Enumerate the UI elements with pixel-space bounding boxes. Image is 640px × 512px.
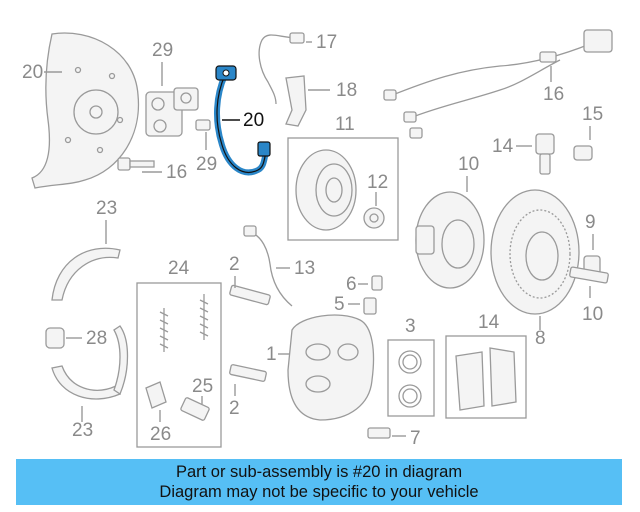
brake-rotor-part — [490, 189, 580, 315]
callout-3: 3 — [405, 316, 416, 337]
callout-10: 10 — [458, 154, 479, 175]
brake-pad-set-box — [445, 335, 527, 419]
hub-bearing-part — [295, 149, 357, 231]
hardware-kit-box — [136, 282, 222, 448]
callout-17: 16 — [543, 84, 564, 105]
brake-pads-part — [455, 347, 517, 411]
parking-brake-lever-part — [145, 87, 199, 137]
bolt-22-part — [117, 157, 155, 171]
callout-27: 28 — [86, 328, 107, 349]
callout-16: 15 — [582, 104, 603, 125]
callout-28: 29 — [152, 40, 173, 61]
callout-11: 11 — [335, 114, 355, 135]
callout-25: 25 — [192, 376, 213, 397]
callout-18: 17 — [316, 32, 337, 53]
callout-8: 9 — [585, 212, 596, 233]
callout-2-lower: 2 — [229, 398, 240, 419]
callout-14: 13 — [294, 258, 315, 279]
info-banner: Part or sub-assembly is #20 in diagram D… — [16, 459, 622, 505]
brake-caliper-part — [287, 314, 375, 421]
callout-7: 8 — [535, 328, 546, 349]
callout-29: 29 — [196, 154, 217, 175]
callout-19: 18 — [336, 80, 357, 101]
callout-13: 14 — [478, 312, 500, 333]
callout-1: 1 — [266, 344, 277, 365]
callout-21: 20 — [22, 62, 43, 83]
callout-23-lower: 23 — [72, 420, 93, 441]
callout-9: 10 — [582, 304, 603, 325]
callout-22: 16 — [166, 162, 187, 183]
wear-sensor-harness-part — [383, 29, 613, 139]
callout-12: 12 — [367, 172, 388, 193]
callout-20: 20 — [243, 110, 264, 131]
seal-kit-box — [387, 339, 435, 417]
callout-2-upper: 2 — [229, 254, 240, 275]
callout-15: 14 — [492, 136, 514, 157]
callout-23-upper: 23 — [96, 198, 117, 219]
callout-6: 7 — [410, 428, 421, 449]
callout-24: 24 — [168, 258, 190, 279]
hub-assembly-box — [287, 137, 399, 241]
parking-brake-shoe-lower — [51, 365, 121, 400]
callout-4: 5 — [334, 294, 345, 315]
banner-line-2: Diagram may not be specific to your vehi… — [159, 483, 479, 501]
banner-line-1: Part or sub-assembly is #20 in diagram — [175, 463, 463, 481]
callout-5: 6 — [346, 274, 357, 295]
speed-sensor-part — [535, 133, 555, 175]
brake-hose-highlighted-part — [213, 65, 271, 176]
parking-brake-shoe-upper — [51, 247, 121, 301]
callout-26: 26 — [150, 424, 171, 445]
wheel-hub-part — [415, 191, 485, 289]
